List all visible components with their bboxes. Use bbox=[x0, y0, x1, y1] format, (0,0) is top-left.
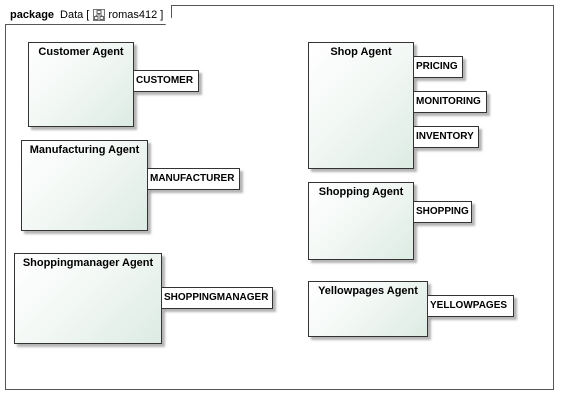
bracket-open: [ bbox=[86, 8, 90, 21]
agent-name: Customer Agent bbox=[38, 46, 124, 58]
agent-name: Shoppingmanager Agent bbox=[22, 257, 154, 269]
package-header: package Data [ romas412 ] bbox=[5, 5, 172, 25]
agent-name: Manufacturing Agent bbox=[29, 144, 140, 156]
manufacturing-agent[interactable]: Manufacturing Agent bbox=[21, 140, 148, 231]
yellowpages-agent[interactable]: Yellowpages Agent bbox=[308, 281, 428, 337]
diagram-name: romas412 bbox=[108, 8, 158, 21]
role-manufacturer[interactable]: MANUFACTURER bbox=[147, 168, 240, 190]
agent-name: Yellowpages Agent bbox=[318, 285, 418, 297]
shop-agent[interactable]: Shop Agent bbox=[308, 42, 414, 169]
role-inventory[interactable]: INVENTORY bbox=[413, 126, 479, 148]
role-shopping[interactable]: SHOPPING bbox=[413, 201, 472, 223]
role-shoppingmanager[interactable]: SHOPPINGMANAGER bbox=[161, 287, 273, 309]
package-keyword: package bbox=[10, 8, 55, 21]
agent-name: Shop Agent bbox=[330, 46, 392, 58]
role-customer[interactable]: CUSTOMER bbox=[133, 70, 199, 92]
diagram-icon bbox=[93, 9, 105, 21]
role-yellowpages[interactable]: YELLOWPAGES bbox=[427, 295, 514, 317]
package-name: Data bbox=[60, 8, 84, 21]
role-monitoring[interactable]: MONITORING bbox=[413, 91, 487, 113]
bracket-close: ] bbox=[160, 8, 164, 21]
agent-name: Shopping Agent bbox=[318, 186, 404, 198]
shoppingmanager-agent[interactable]: Shoppingmanager Agent bbox=[14, 253, 162, 344]
role-pricing[interactable]: PRICING bbox=[413, 56, 463, 78]
shopping-agent[interactable]: Shopping Agent bbox=[308, 182, 414, 260]
customer-agent[interactable]: Customer Agent bbox=[28, 42, 134, 127]
